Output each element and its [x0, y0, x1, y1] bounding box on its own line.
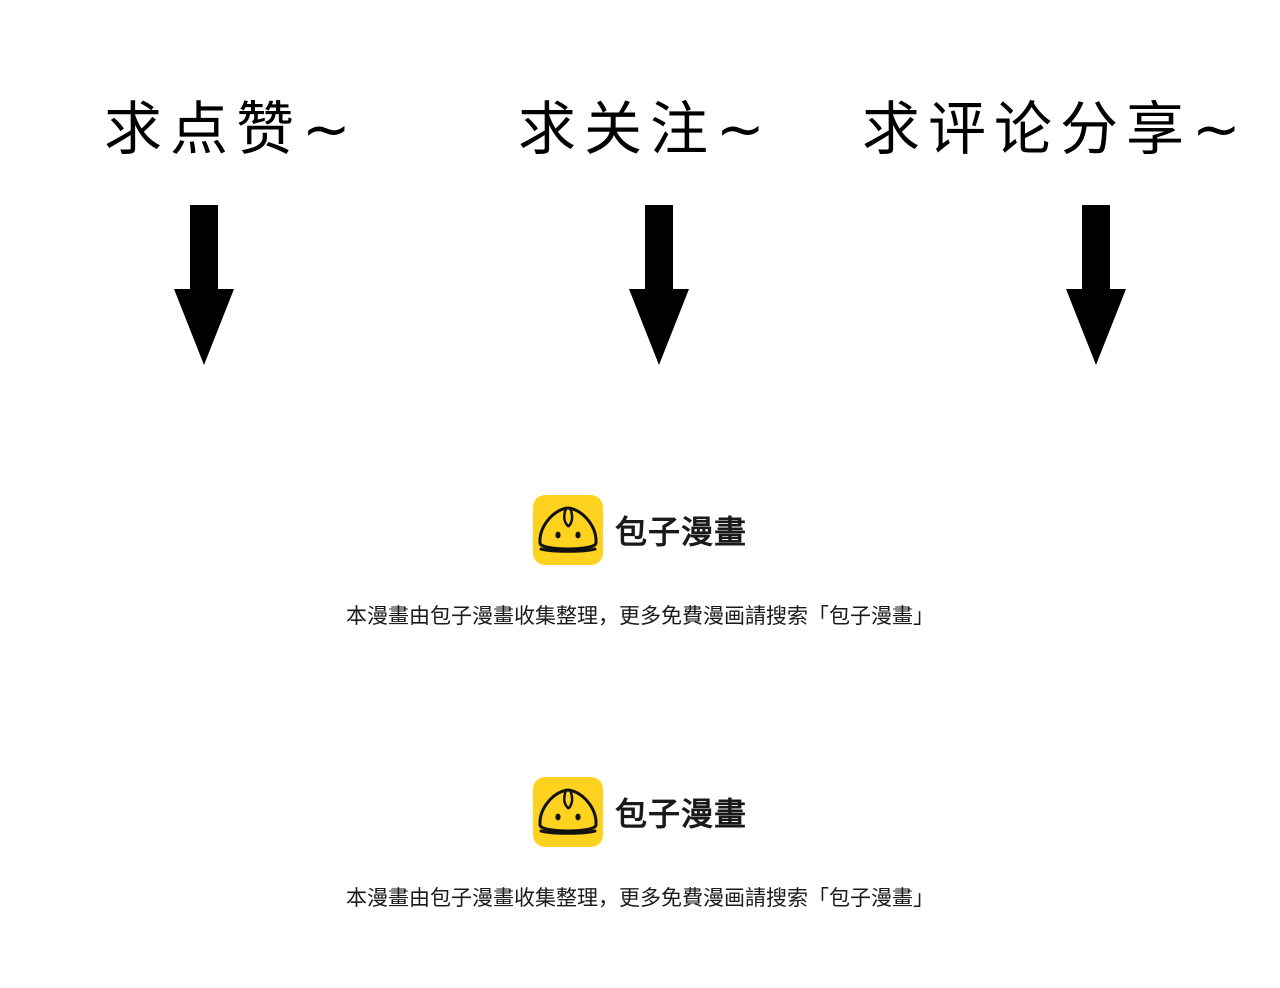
down-arrow-icon: [629, 205, 689, 365]
steamed-bun-logo-icon: [533, 777, 603, 847]
steamed-bun-logo-icon: [533, 495, 603, 565]
brand-note: 本漫畫由包子漫畫收集整理，更多免費漫画請搜索「包子漫畫」: [346, 886, 934, 910]
brand-header: 包子漫畫: [533, 494, 747, 566]
comment-share-request-text: 求评论分享~: [862, 95, 1249, 163]
brand-name: 包子漫畫: [615, 513, 748, 551]
brand-note: 本漫畫由包子漫畫收集整理，更多免費漫画請搜索「包子漫畫」: [346, 604, 934, 628]
brand-name: 包子漫畫: [615, 795, 748, 833]
down-arrow-icon: [174, 205, 234, 365]
follow-request-text: 求关注~: [518, 95, 773, 163]
down-arrow-icon: [1066, 205, 1126, 365]
like-request-text: 求点赞~: [104, 95, 359, 163]
brand-header: 包子漫畫: [533, 776, 747, 848]
